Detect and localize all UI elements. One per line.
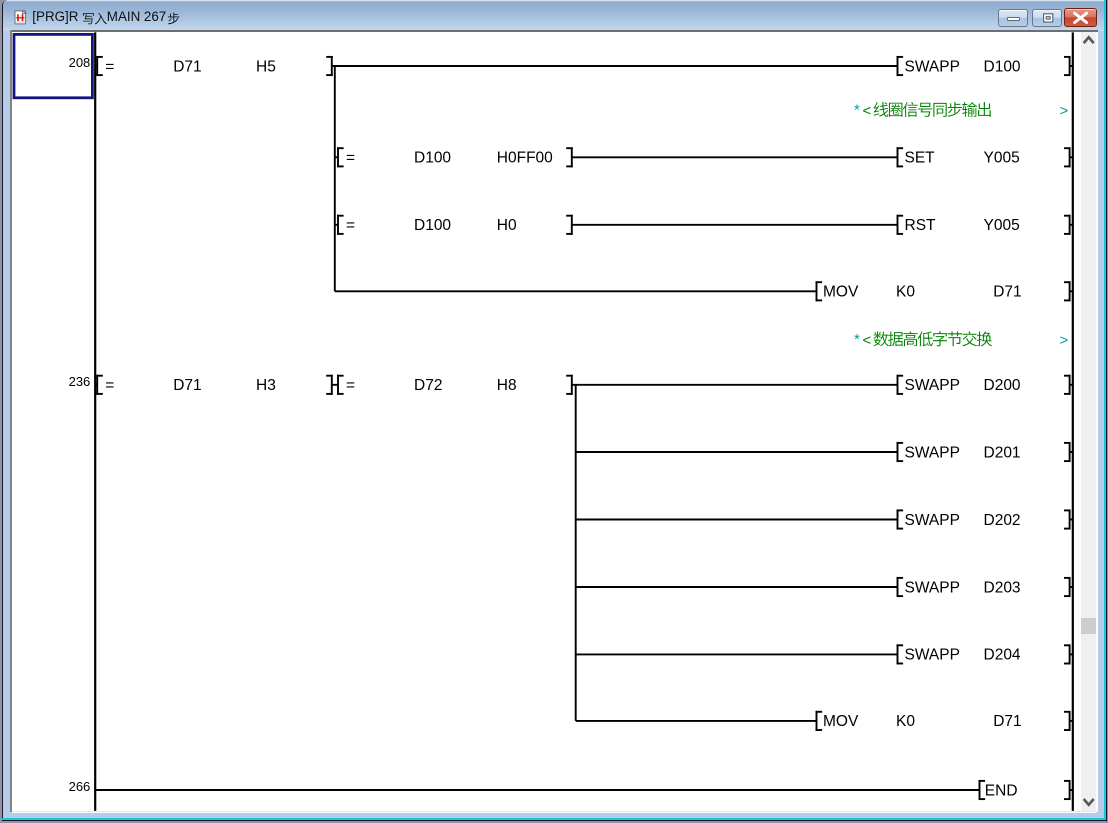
svg-text:D72: D72 [414,377,442,394]
svg-text:=: = [346,377,355,394]
svg-text:<: < [863,332,872,349]
svg-text:MOV: MOV [823,713,859,730]
svg-text:D204: D204 [984,647,1021,664]
svg-text:D202: D202 [984,512,1021,529]
svg-text:SWAPP: SWAPP [905,512,960,529]
svg-text:SET: SET [905,150,936,167]
svg-text:267: 267 [144,9,166,24]
svg-text:SWAPP: SWAPP [905,444,960,461]
svg-text:D71: D71 [173,58,201,75]
svg-text:SWAPP: SWAPP [905,377,960,394]
svg-text:>: > [1060,332,1069,349]
svg-text:SWAPP: SWAPP [905,647,960,664]
svg-text:<: < [863,103,872,120]
svg-text:D200: D200 [984,377,1021,394]
svg-text:H0: H0 [497,217,517,234]
svg-text:=: = [105,377,114,394]
svg-text:Y005: Y005 [984,217,1020,234]
svg-text:D71: D71 [993,284,1021,301]
svg-text:D71: D71 [173,377,201,394]
svg-text:MOV: MOV [823,284,859,301]
svg-text:MAIN: MAIN [107,9,140,24]
svg-text:=: = [105,58,114,75]
svg-text:[PRG]R: [PRG]R [32,9,78,24]
svg-text:K0: K0 [896,284,915,301]
svg-text:D100: D100 [414,150,451,167]
svg-text:D201: D201 [984,444,1021,461]
svg-text:236: 236 [69,374,91,389]
svg-text:SWAPP: SWAPP [905,579,960,596]
svg-text:Y005: Y005 [984,150,1020,167]
svg-text:H8: H8 [497,377,517,394]
svg-text:D71: D71 [993,713,1021,730]
svg-text:RST: RST [905,217,937,234]
svg-text:208: 208 [69,55,91,70]
svg-text:H0FF00: H0FF00 [497,150,553,167]
svg-text:D203: D203 [984,579,1021,596]
svg-text:*: * [854,101,860,118]
svg-text:=: = [346,150,355,167]
svg-text:SWAPP: SWAPP [905,58,960,75]
svg-text:D100: D100 [984,58,1021,75]
svg-text:D100: D100 [414,217,451,234]
svg-text:K0: K0 [896,713,915,730]
svg-text:>: > [1060,103,1069,120]
svg-text:H3: H3 [256,377,276,394]
svg-text:H5: H5 [256,58,276,75]
svg-text:END: END [985,782,1018,799]
svg-text:266: 266 [69,779,91,794]
svg-text:*: * [854,331,860,348]
svg-text:=: = [346,217,355,234]
